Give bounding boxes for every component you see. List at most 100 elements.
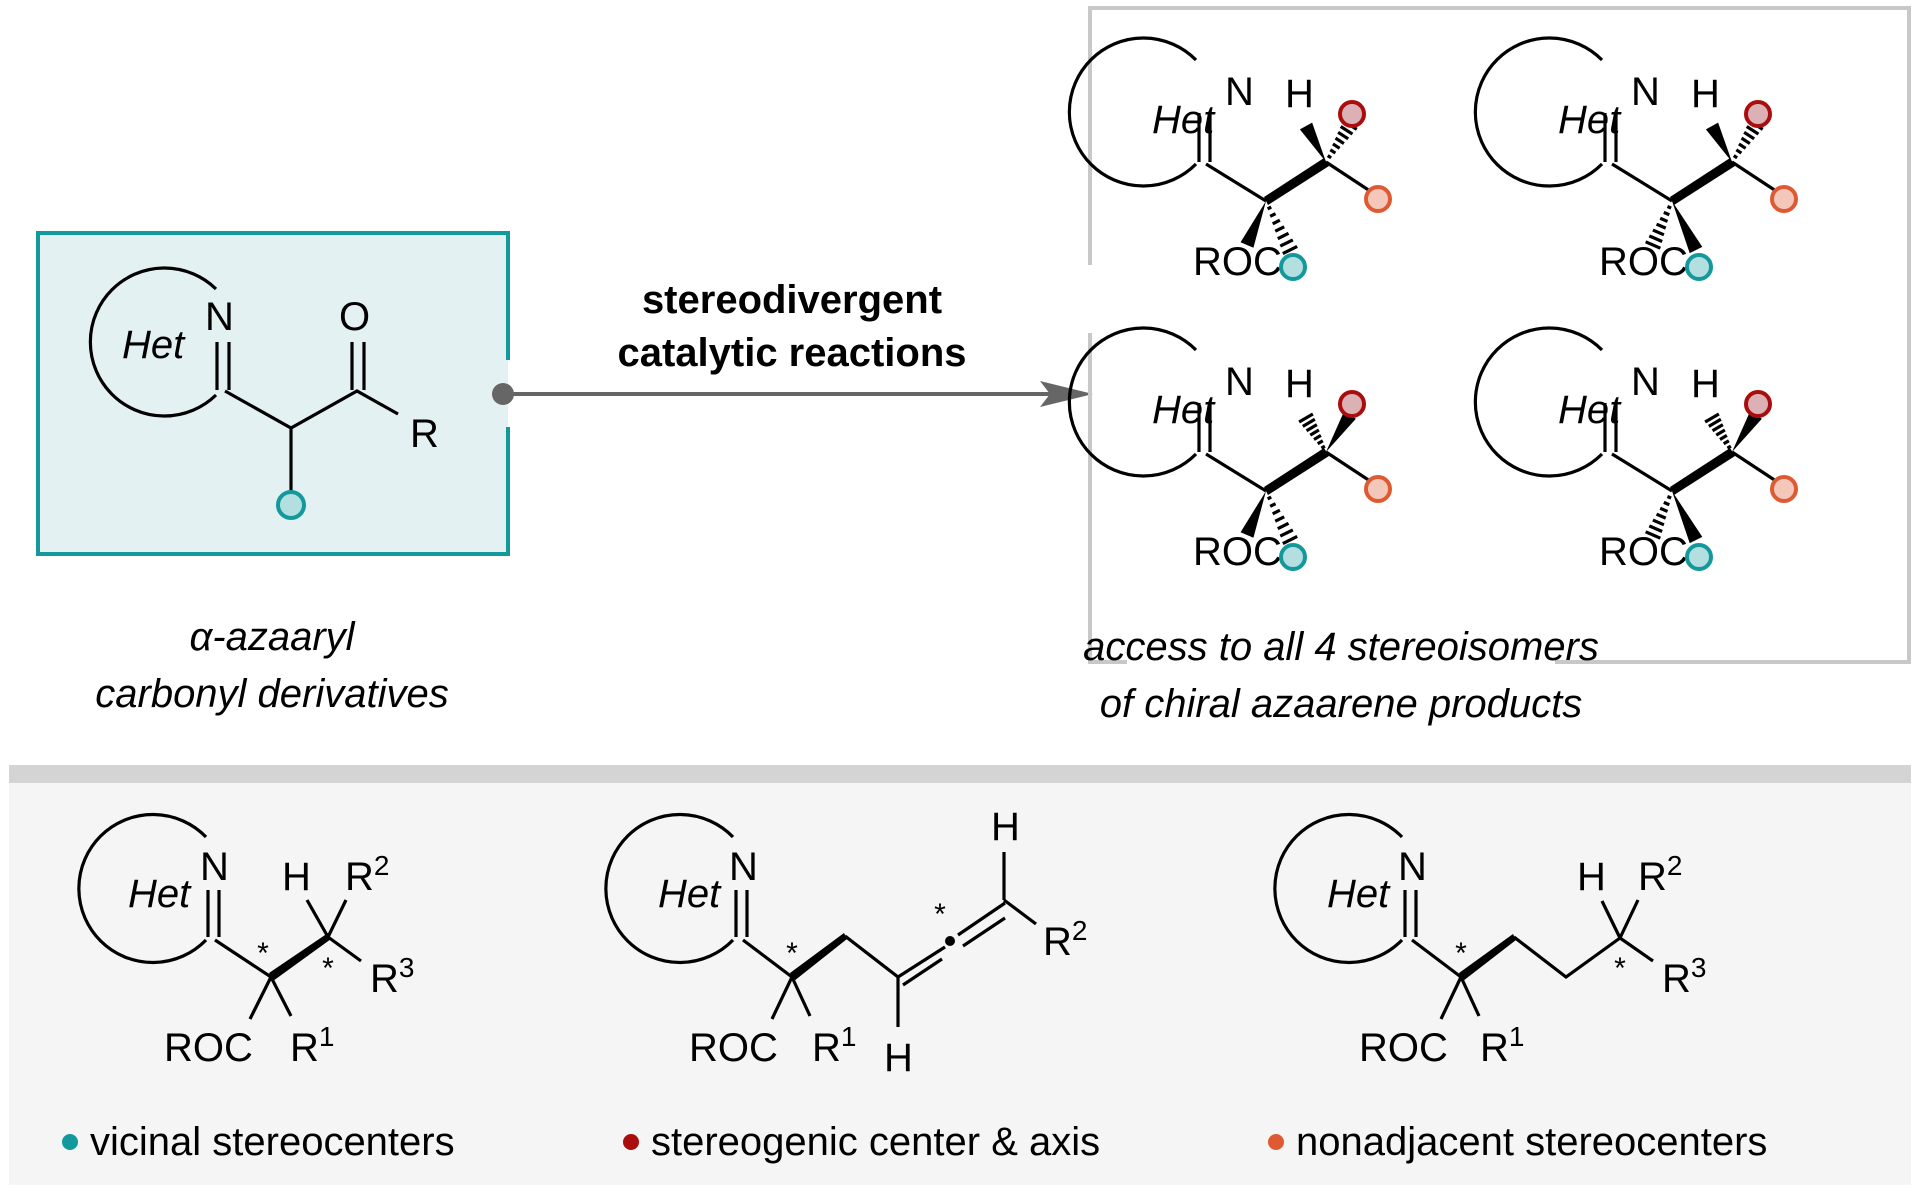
hash-stripe xyxy=(1298,412,1314,424)
stereocenter-star: * xyxy=(257,937,269,970)
r3-bond xyxy=(1619,936,1654,963)
hash-stripe xyxy=(1274,225,1285,233)
orange-substituent-marker xyxy=(1364,185,1392,213)
r3-label: R3 xyxy=(370,952,414,1001)
r2-bond xyxy=(1618,899,1640,939)
bond xyxy=(1611,452,1673,493)
hash-stripe xyxy=(1648,234,1663,243)
n-label: N xyxy=(1398,845,1427,889)
hash-stripe xyxy=(1663,210,1670,217)
hash-stripe xyxy=(1645,240,1661,250)
r1-bond xyxy=(269,976,293,1017)
het-ring xyxy=(77,812,208,965)
hash-stripe xyxy=(1722,439,1730,446)
hash-stripe xyxy=(1663,500,1670,507)
het-label: Het xyxy=(122,323,186,367)
hash-stripe xyxy=(1320,444,1326,450)
stereocenter-star: * xyxy=(786,937,798,970)
red-substituent-marker xyxy=(1338,100,1366,128)
hash-stripe xyxy=(1743,130,1756,141)
legend-nonadjacent: nonadjacent stereocenters xyxy=(1296,1120,1767,1164)
hash-stripe xyxy=(1266,205,1272,211)
h-label: H xyxy=(282,855,311,899)
stereocenter-star: * xyxy=(1614,952,1626,985)
legend-dot-teal xyxy=(62,1134,78,1150)
roc-hash-bond xyxy=(1645,495,1672,540)
substrate-caption-line2: carbonyl derivatives xyxy=(95,672,449,716)
arrow-label-line1: stereodivergent xyxy=(642,278,942,322)
roc-label: ROC xyxy=(1193,530,1282,574)
example-nonadjacent: Het N * * H R2 R3 ROC R1 nonadjacent ste… xyxy=(1268,812,1767,1164)
r2-label: R2 xyxy=(1043,915,1087,964)
n-label: N xyxy=(729,845,758,889)
hash-stripe xyxy=(1332,142,1341,150)
orange-substituent-marker xyxy=(1770,185,1798,213)
roc-wedge-bond xyxy=(1240,201,1266,248)
het-label: Het xyxy=(1152,98,1216,142)
hash-stripe xyxy=(1708,417,1722,428)
h-bond xyxy=(1600,900,1622,939)
products-bracket xyxy=(1088,6,1911,664)
r1-bond xyxy=(1459,976,1481,1017)
hash-stripe xyxy=(1282,535,1298,545)
substrate-box-bg xyxy=(38,233,508,554)
stereoaxis-star: * xyxy=(934,898,946,931)
bond xyxy=(1411,938,1462,979)
substrate-caption-line1: α-azaaryl xyxy=(189,615,355,659)
h-wedge-bond xyxy=(1299,122,1326,162)
hash-stripe xyxy=(1316,439,1324,446)
bold-bond xyxy=(1670,448,1735,495)
hash-stripe xyxy=(1652,518,1665,527)
hash-stripe xyxy=(1738,142,1747,150)
hash-stripe xyxy=(1652,228,1665,237)
arrow-label-line2: catalytic reactions xyxy=(617,331,966,375)
teal-substituent-marker xyxy=(1279,253,1307,281)
bond xyxy=(1611,162,1673,203)
r-label: R xyxy=(410,412,439,456)
teal-hash-bond xyxy=(1266,205,1298,255)
examples-panel xyxy=(9,783,1911,1185)
het-label: Het xyxy=(128,872,192,916)
hash-stripe xyxy=(1732,154,1738,160)
hash-stripe xyxy=(1329,148,1337,155)
teal-substituent-marker xyxy=(276,490,306,520)
h-bottom-label: H xyxy=(884,1036,913,1080)
hash-stripe xyxy=(1711,423,1724,433)
hash-stripe xyxy=(1277,231,1290,241)
r1-label: R1 xyxy=(1480,1021,1524,1070)
o-label: O xyxy=(339,295,370,339)
hash-stripe xyxy=(1269,212,1277,218)
r3-label: R3 xyxy=(1662,952,1706,1001)
hash-stripe xyxy=(1719,434,1728,441)
hash-stripe xyxy=(1279,238,1294,248)
reaction-arrow: stereodivergent catalytic reactions xyxy=(492,278,1093,407)
h-label: H xyxy=(1285,72,1314,116)
bond xyxy=(1731,450,1777,483)
bond xyxy=(1325,450,1371,483)
bold-bond xyxy=(1264,448,1329,495)
het-ring xyxy=(88,266,218,418)
red-substituent-marker xyxy=(1744,100,1772,128)
het-ring xyxy=(1273,812,1404,965)
het-ring xyxy=(1473,326,1604,478)
bold-bond xyxy=(1670,158,1735,205)
example-center-axis: Het N * * H H R2 ROC R1 stereogenic cent… xyxy=(604,805,1100,1164)
n-label: N xyxy=(1225,360,1254,404)
h-top-label: H xyxy=(991,805,1020,849)
substrate-structure: Het N O R xyxy=(88,266,439,520)
products-caption-line1: access to all 4 stereoisomers xyxy=(1083,625,1599,669)
r1-label: R1 xyxy=(290,1021,334,1070)
bold-bond xyxy=(269,933,331,981)
het-ring xyxy=(1067,36,1198,188)
hash-stripe xyxy=(1309,428,1320,437)
bond xyxy=(1731,160,1777,193)
hash-stripe xyxy=(1266,495,1272,501)
hash-stripe xyxy=(1274,515,1285,523)
hash-stripe xyxy=(1666,495,1672,500)
het-label: Het xyxy=(1327,872,1391,916)
n-label: N xyxy=(1631,360,1660,404)
stereocenter-star: * xyxy=(322,952,334,985)
bond xyxy=(1205,452,1267,493)
